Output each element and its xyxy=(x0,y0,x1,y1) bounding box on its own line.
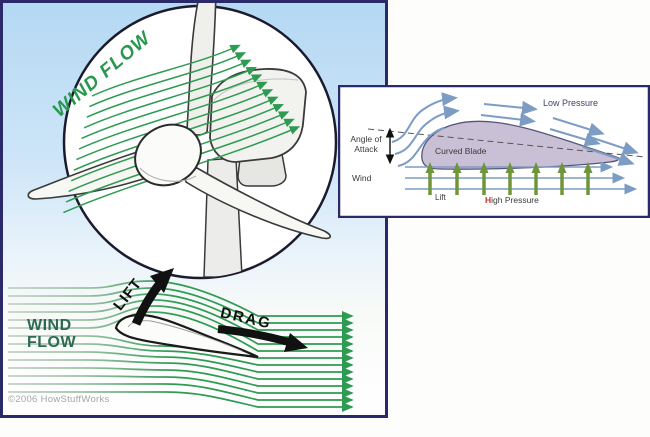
copyright-credit: ©2006 HowStuffWorks xyxy=(8,394,110,405)
low-pressure-label: Low Pressure xyxy=(543,98,599,108)
wind-flow-label-bottom: WIND FLOW xyxy=(27,317,76,351)
wind-flow-streamlines-horizontal xyxy=(8,280,354,413)
high-pressure-label: High Pressure xyxy=(485,195,539,205)
streamline-diagonal xyxy=(86,59,252,118)
lift-arrow-head xyxy=(531,162,541,173)
airfoil-pressure-inset-diagram: Low Pressure Angle of Attack Curved Blad… xyxy=(338,85,650,218)
lift-arrow-head xyxy=(583,162,593,173)
streamline-diagonal xyxy=(83,66,257,129)
hub-shading xyxy=(139,167,197,182)
streamline xyxy=(8,351,354,378)
lift-arrow xyxy=(131,268,174,326)
lift-arrow-head xyxy=(452,162,462,173)
high-pressure-rest: igh Pressure xyxy=(491,195,539,205)
main-turbine-diagram: WIND FLOW WIND FLOW LIFT DRAG ©2006 HowS… xyxy=(0,0,388,418)
turbine-hub xyxy=(134,123,202,187)
curved-blade-label: Curved Blade xyxy=(435,146,487,156)
streamline xyxy=(8,280,354,322)
angle-of-attack-line1: Angle of xyxy=(350,134,382,144)
airfoil-inner-contour xyxy=(127,320,243,352)
drag-arrow xyxy=(217,325,308,352)
streamline xyxy=(8,299,354,343)
wind-flow-lines xyxy=(405,161,638,195)
streamline xyxy=(8,359,354,385)
streamline-diagonal xyxy=(81,74,263,140)
angle-of-attack-arrow xyxy=(385,127,395,165)
streamline xyxy=(8,343,354,371)
nacelle-top-edge xyxy=(213,78,299,101)
low-pressure-flow-arrows xyxy=(391,92,639,167)
lift-label-inset: Lift xyxy=(435,193,446,202)
turbine-nacelle xyxy=(209,68,307,163)
streamline xyxy=(8,383,354,406)
lift-arrows-group xyxy=(425,162,593,195)
streamline-diagonal xyxy=(78,81,268,150)
lift-arrow-head xyxy=(557,162,567,173)
streamline xyxy=(8,311,354,357)
lift-arrow-head xyxy=(479,162,489,173)
streamline-diagonal xyxy=(89,52,247,108)
angle-of-attack-line2: Attack xyxy=(354,144,378,154)
lift-arrow-head xyxy=(505,162,515,173)
wind-label: Wind xyxy=(352,173,372,183)
inset-artwork xyxy=(338,85,650,218)
streamline xyxy=(8,367,354,392)
streamline-diagonal xyxy=(91,44,241,97)
lift-arrow-head xyxy=(425,162,435,173)
turbine-yaw-housing xyxy=(237,153,287,187)
wind-flow-line1: WIND xyxy=(27,317,72,334)
turbine-diagram-artwork xyxy=(0,0,388,418)
wind-turbine-illustration xyxy=(27,0,332,278)
high-pressure-initial: H xyxy=(485,195,492,205)
streamline xyxy=(8,391,354,413)
angle-of-attack-label: Angle of Attack xyxy=(344,134,388,154)
streamline xyxy=(8,375,354,399)
wind-flow-line2: FLOW xyxy=(27,334,77,351)
